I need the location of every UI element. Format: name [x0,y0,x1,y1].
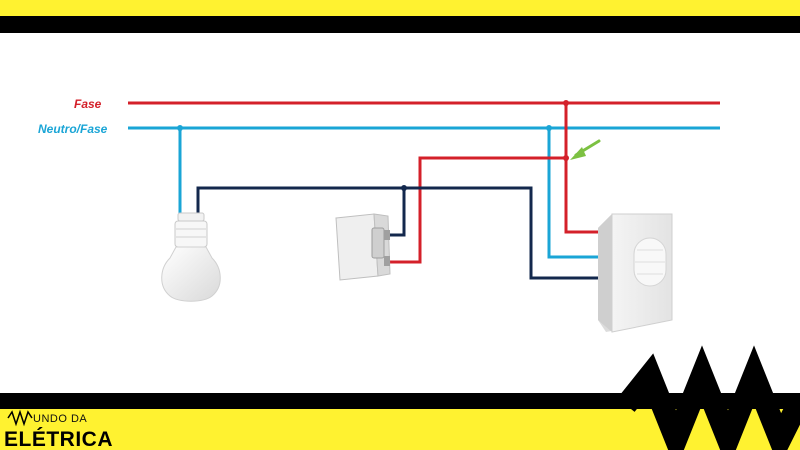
presence-sensor-icon [598,213,673,333]
lamp-icon [161,212,221,302]
top-yellow-band [0,0,800,16]
phase-junction [563,100,569,106]
return-wire [196,186,598,280]
phase-branch-junction [563,155,569,161]
switch-return-wire [388,188,406,237]
brand-main-text: ELÉTRICA [4,428,113,450]
phase-label: Fase [74,97,102,111]
neutral-to-sensor-wire [547,128,598,259]
bottom-black-band [0,393,800,409]
top-black-band [0,16,800,33]
brand-logo: UNDO DA ELÉTRICA [4,409,113,450]
brand-zigzag-icon [7,409,33,427]
neutral-label: Neutro/Fase [38,122,108,136]
wave-logo-shape [617,345,800,450]
wall-switch-icon [335,213,391,281]
return-junction [401,185,407,191]
neutral-junction-sensor [546,125,552,131]
brand-top-text: UNDO DA [33,413,87,425]
neutral-junction-lamp [177,125,183,131]
arrow-icon [570,139,601,160]
phase-to-sensor-wire [564,103,598,234]
phase-to-switch-wire [388,156,566,264]
